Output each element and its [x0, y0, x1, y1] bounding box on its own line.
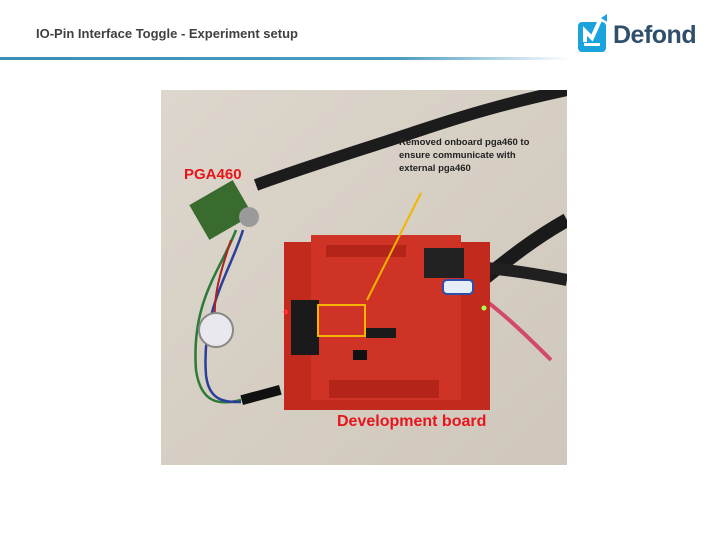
- defond-logo: Defond: [577, 12, 707, 54]
- note-line: external pga460: [399, 163, 471, 174]
- slide-title: IO-Pin Interface Toggle - Experiment set…: [36, 26, 298, 41]
- header-divider: [0, 57, 570, 60]
- development-board-label: Development board: [337, 413, 487, 430]
- photo-illustration: [161, 90, 567, 465]
- pga460-label: PGA460: [184, 166, 242, 183]
- note-line: Removed onboard pga460 to: [399, 137, 530, 148]
- annotation-note: Removed onboard pga460 to ensure communi…: [399, 136, 559, 175]
- logo-text: Defond: [613, 21, 697, 49]
- checkbox-logo-icon: [578, 12, 609, 52]
- note-line: ensure communicate with: [399, 150, 516, 161]
- experiment-setup-photo: PGA460 Removed onboard pga460 to ensure …: [161, 90, 567, 465]
